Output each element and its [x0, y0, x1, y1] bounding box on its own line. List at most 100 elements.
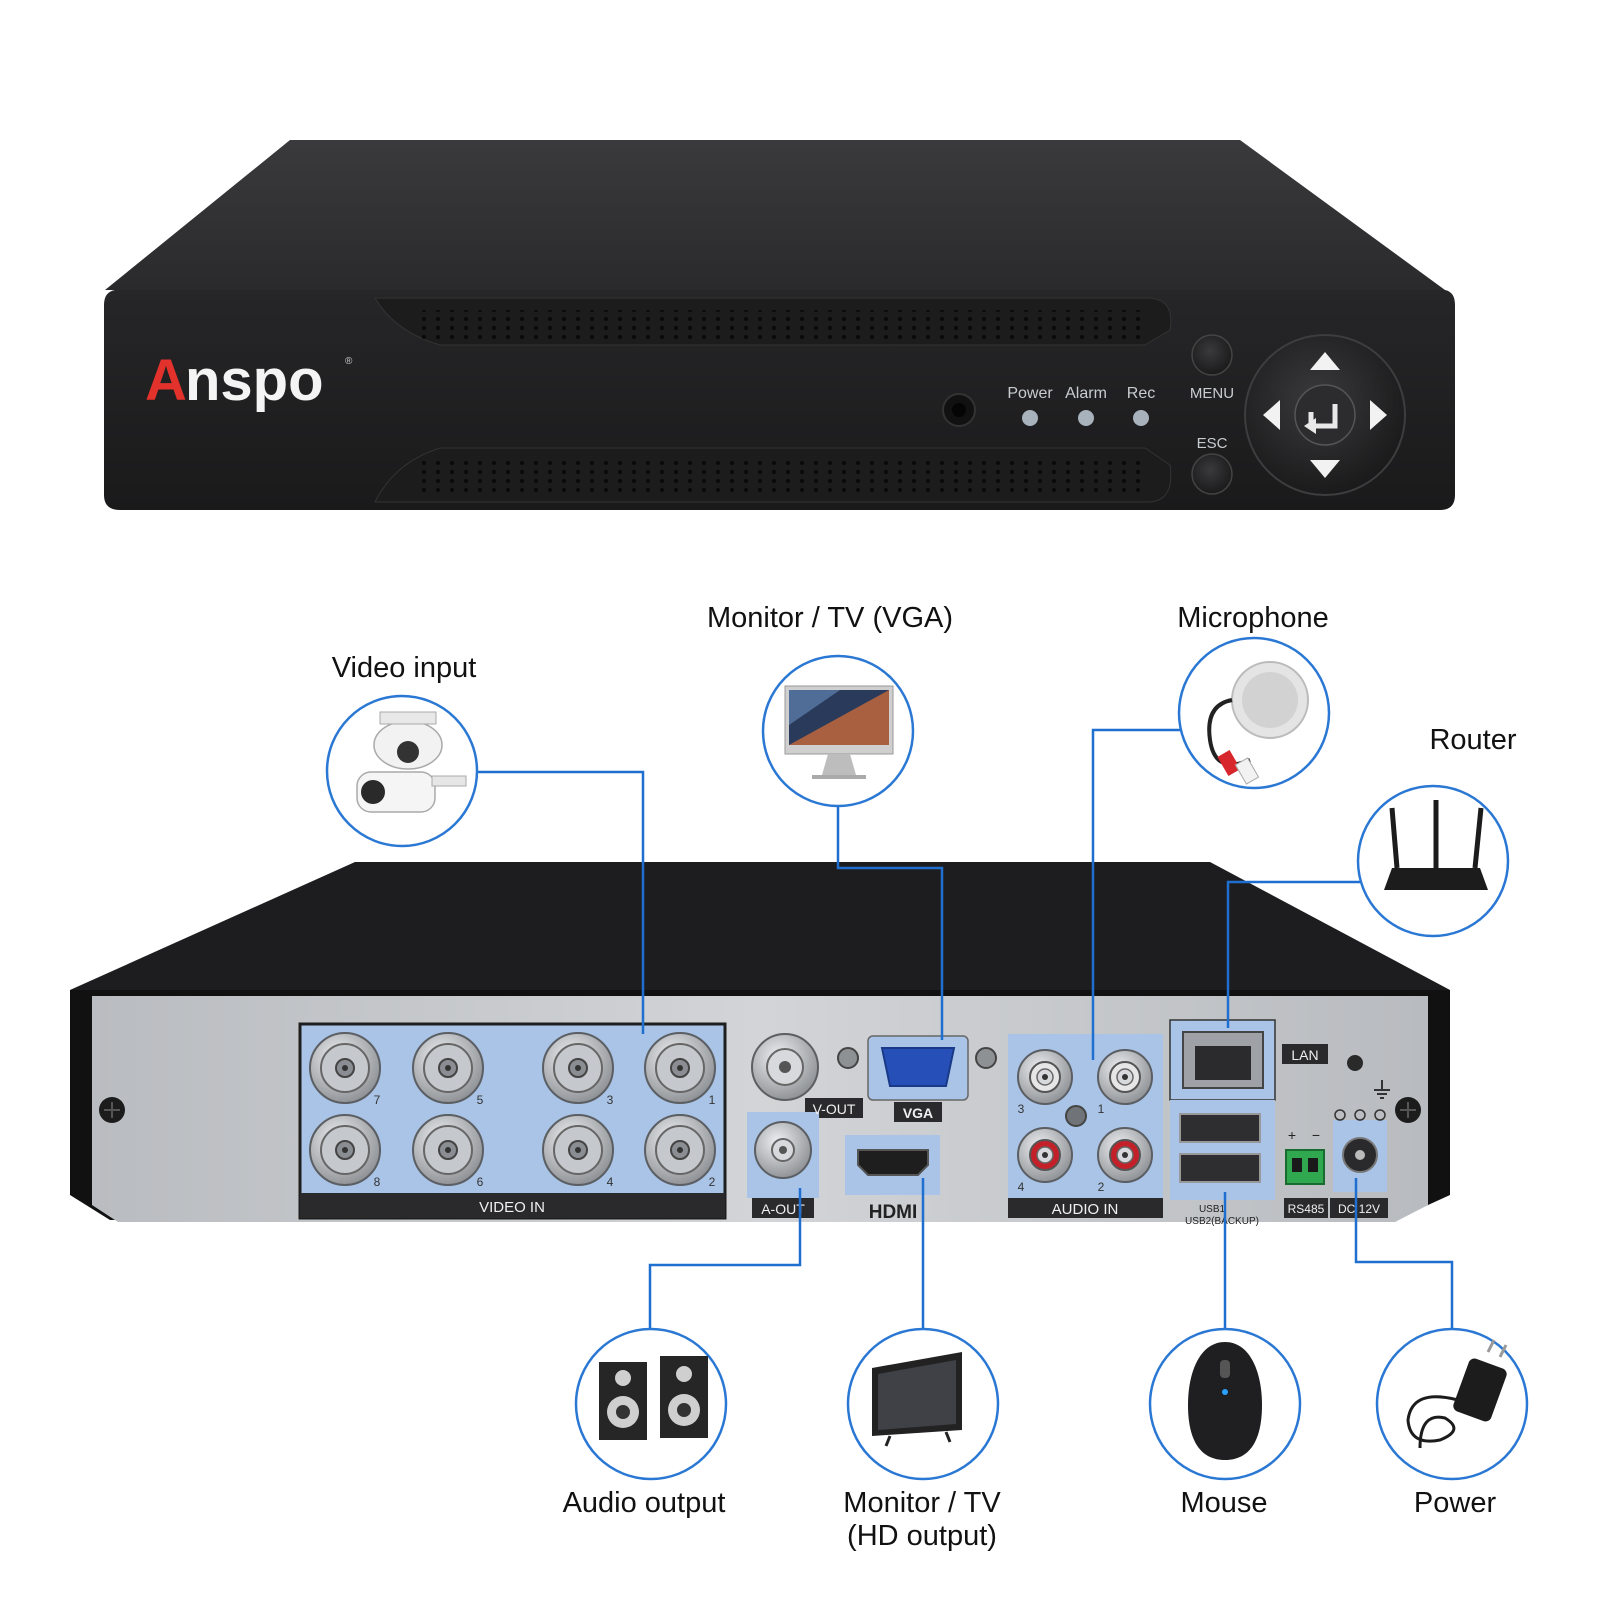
polarity-minus [1334, 1109, 1346, 1121]
rs485-label: RS485 [1288, 1202, 1325, 1216]
bnc-channel-number: 2 [709, 1175, 716, 1189]
v-out-label: V-OUT [813, 1101, 856, 1117]
rca-channel-number: 3 [1018, 1102, 1025, 1116]
bnc-port-ch2[interactable] [644, 1114, 716, 1186]
enter-button[interactable] [1294, 384, 1356, 446]
dc-label: DC 12V [1338, 1202, 1380, 1216]
line-video-input [478, 770, 645, 1034]
hdmi-label: HDMI [869, 1202, 918, 1223]
menu-button[interactable] [1191, 334, 1233, 376]
monitor-vga-label: Monitor / TV (VGA) [706, 602, 954, 634]
bnc-port-ch5[interactable] [412, 1032, 484, 1104]
rca-channel-number: 1 [1098, 1102, 1105, 1116]
usb2-port[interactable] [1179, 1153, 1261, 1183]
video-in-bnc-ports [309, 1032, 716, 1186]
enter-arrow-icon [1304, 418, 1316, 434]
line-microphone [1091, 728, 1180, 1060]
usb1-port[interactable] [1179, 1113, 1261, 1143]
arrow-left-icon[interactable] [1263, 400, 1280, 430]
bnc-channel-number: 6 [477, 1175, 484, 1189]
bnc-channel-number: 4 [607, 1175, 614, 1189]
ground-icon [1374, 1080, 1390, 1099]
bnc-port-ch3[interactable] [542, 1032, 614, 1104]
callout-mouse [1148, 1327, 1302, 1481]
line-power [1354, 1178, 1454, 1330]
rca-audio-in-ch4[interactable] [1017, 1127, 1073, 1183]
line-vga [836, 806, 944, 1040]
audio-output-label: Audio output [562, 1487, 726, 1519]
lower-vent-holes [415, 458, 1145, 496]
brand-registered: ® [345, 356, 353, 367]
rs485-terminal[interactable] [1285, 1149, 1325, 1185]
video-input-label: Video input [331, 652, 477, 684]
bnc-port-ch1[interactable] [644, 1032, 716, 1104]
microphone-label: Microphone [1177, 602, 1329, 634]
audio-in-label-bar [1008, 1198, 1163, 1218]
a-out-label: A-OUT [761, 1201, 805, 1217]
av-output-block [747, 1033, 997, 1218]
navigation-dpad[interactable] [1244, 334, 1406, 496]
usb1-label: USB1 [1199, 1204, 1226, 1215]
router-icon [1384, 868, 1488, 890]
menu-button-label: MENU [1190, 385, 1234, 402]
callout-router [1356, 784, 1510, 938]
video-in-label: VIDEO IN [479, 1199, 545, 1216]
rca-audio-in-ch1[interactable] [1097, 1049, 1153, 1105]
rec-led [1133, 410, 1149, 426]
lan-label: LAN [1291, 1047, 1318, 1063]
arrow-up-icon[interactable] [1310, 352, 1340, 370]
power-led-label: Power [1007, 385, 1053, 402]
bnc-channel-number: 5 [477, 1093, 484, 1107]
monitor-hd-label: Monitor / TV (HD output) [843, 1487, 1000, 1554]
audio-in-rca-ports [1017, 1049, 1153, 1183]
lan-socket [1195, 1046, 1251, 1080]
rca-audio-in-ch2[interactable] [1097, 1127, 1153, 1183]
bnc-port-ch7[interactable] [309, 1032, 381, 1104]
ir-receiver-lens [952, 403, 966, 417]
a-out-label-bar [752, 1198, 814, 1218]
callout-audio-output [574, 1327, 728, 1481]
arrow-right-icon[interactable] [1370, 400, 1387, 430]
bnc-port-ch8[interactable] [309, 1114, 381, 1186]
esc-button[interactable] [1191, 453, 1233, 495]
bnc-port-ch6[interactable] [412, 1114, 484, 1186]
polarity-plus [1374, 1109, 1386, 1121]
monitor-hd-label-line2: (HD output) [847, 1520, 997, 1553]
brand-logo-rest: nspo [185, 348, 324, 413]
rs485-minus-label: − [1312, 1127, 1320, 1143]
bnc-channel-number: 3 [607, 1093, 614, 1107]
polarity-center [1354, 1109, 1366, 1121]
upper-vent-holes [415, 310, 1145, 340]
router-label: Router [1429, 724, 1517, 756]
power-adapter-icon [1453, 1358, 1507, 1422]
power-label: Power [1413, 1487, 1497, 1519]
rca-channel-number: 2 [1098, 1180, 1105, 1194]
vga-label-bar [894, 1102, 942, 1122]
dc-label-bar [1330, 1198, 1388, 1218]
vga-port[interactable] [880, 1047, 956, 1087]
callout-power [1375, 1327, 1529, 1481]
mouse-label: Mouse [1180, 1487, 1268, 1519]
rca-audio-in-ch3[interactable] [1017, 1049, 1073, 1105]
screw-post-right [975, 1047, 997, 1069]
hdmi-port[interactable] [857, 1149, 929, 1176]
bnc-port-ch4[interactable] [542, 1114, 614, 1186]
brand-logo-a: A [145, 348, 187, 413]
alarm-led [1078, 410, 1094, 426]
mouse-icon [1188, 1342, 1262, 1460]
network-power-block [1169, 1019, 1390, 1218]
rec-led-label: Rec [1127, 385, 1155, 402]
vga-label: VGA [903, 1105, 933, 1121]
esc-button-label: ESC [1197, 435, 1228, 452]
bnc-channel-number: 1 [709, 1093, 716, 1107]
reset-hole [1347, 1055, 1363, 1071]
audio-in-label: AUDIO IN [1052, 1201, 1119, 1218]
callout-microphone [1177, 636, 1331, 790]
dvr-front-unit [104, 140, 1455, 510]
enter-icon [1308, 404, 1338, 429]
arrow-down-icon[interactable] [1310, 460, 1340, 478]
callout-monitor-vga [761, 654, 915, 808]
